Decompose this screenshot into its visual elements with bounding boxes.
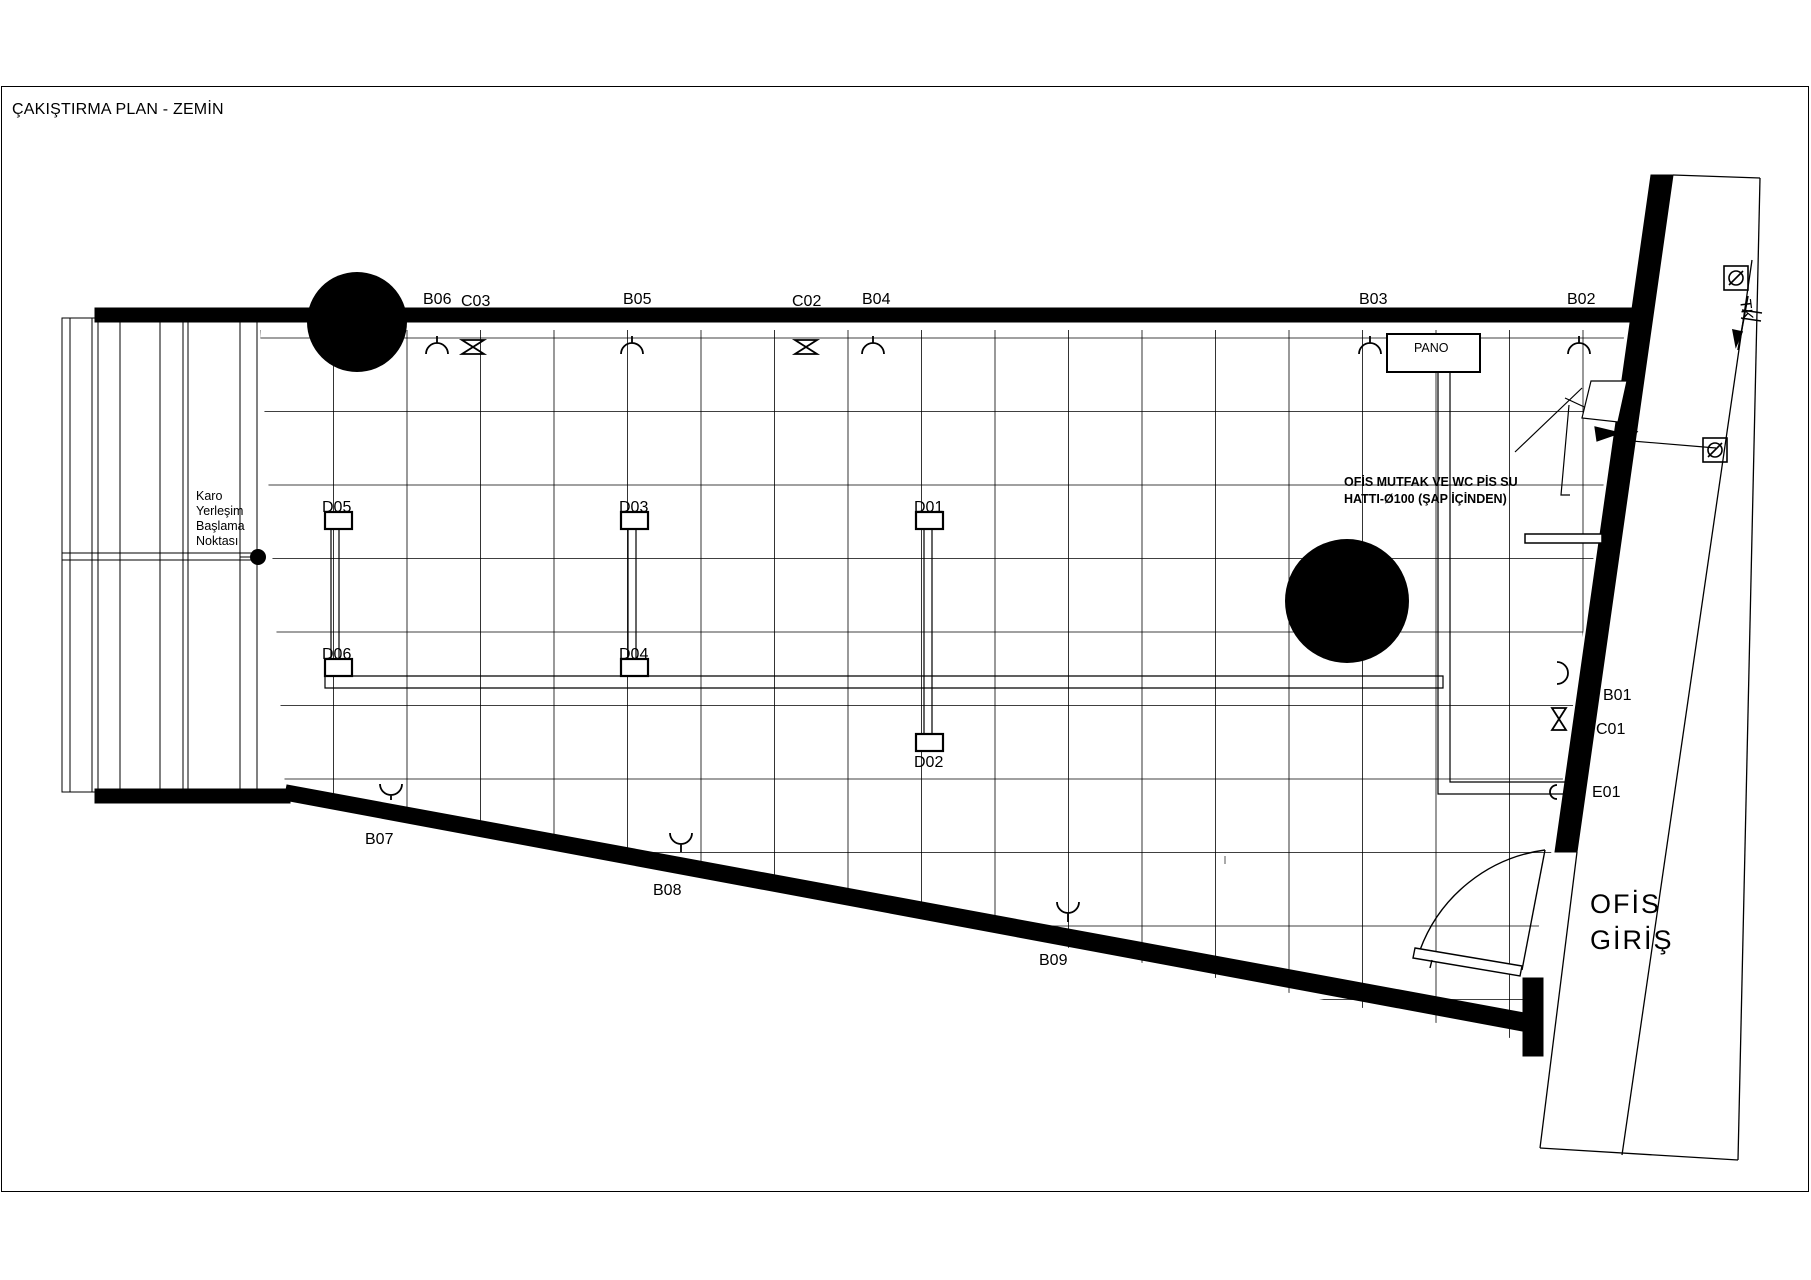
entrance-label: OFİS GİRİŞ <box>1590 888 1674 955</box>
label-b03: B03 <box>1359 291 1388 308</box>
outlet-c03 <box>458 339 488 355</box>
entrance-door <box>1412 849 1546 977</box>
label-d03: D03 <box>619 499 648 516</box>
start-point-line-1: Karo <box>196 489 222 503</box>
floor-box-d05 <box>323 510 354 531</box>
pipe-note-line-2: HATTI-Ø100 (ŞAP İÇİNDEN) <box>1344 491 1507 506</box>
corridor-outline <box>1539 174 1761 1161</box>
socket-b08 <box>669 832 693 852</box>
label-c01: C01 <box>1596 721 1625 738</box>
outlet-c01 <box>1550 707 1568 731</box>
wall-right-diagonal <box>1554 174 1674 853</box>
tk-label: TK <box>1736 298 1755 321</box>
label-b02: B02 <box>1567 291 1596 308</box>
label-b05: B05 <box>623 291 652 308</box>
left-glazing <box>61 317 258 793</box>
label-b09: B09 <box>1039 952 1068 969</box>
electrical-panel: PANO <box>1386 333 1481 373</box>
label-d02: D02 <box>914 754 943 771</box>
walls <box>94 174 1674 1057</box>
wall-top <box>282 307 1635 323</box>
socket-b05 <box>620 336 644 355</box>
label-b07: B07 <box>365 831 394 848</box>
outlet-c02 <box>791 339 821 355</box>
socket-b03 <box>1358 336 1382 355</box>
label-d01: D01 <box>914 499 943 516</box>
socket-b04 <box>861 336 885 355</box>
start-point-line-3: Başlama <box>196 519 245 533</box>
wall-top-left <box>94 307 296 323</box>
column-top-left <box>307 272 407 372</box>
element-labels: B06 C03 B05 C02 B04 B03 B02 B01 C01 E01 … <box>322 291 1632 969</box>
pipe-note-leader <box>1514 380 1717 496</box>
label-b06: B06 <box>423 291 452 308</box>
socket-b02 <box>1567 336 1591 355</box>
entrance-line-2: GİRİŞ <box>1590 924 1674 955</box>
wall-bottom-left <box>94 788 291 804</box>
tile-start-point: Karo Yerleşim Başlama Noktası <box>196 489 266 565</box>
floor-box-d02 <box>914 732 945 753</box>
socket-b06 <box>425 336 449 355</box>
column-center-right <box>1285 539 1409 663</box>
label-b04: B04 <box>862 291 891 308</box>
label-b01: B01 <box>1603 687 1632 704</box>
label-d06: D06 <box>322 646 351 663</box>
sockets <box>379 336 1591 922</box>
label-c02: C02 <box>792 293 821 310</box>
riser-symbols: TK <box>1702 265 1763 463</box>
floor-box-d04 <box>619 657 650 678</box>
pipe-note-line-1: OFİS MUTFAK VE WC PİS SU <box>1344 474 1518 489</box>
floor-box-d01 <box>914 510 945 531</box>
counter-stub <box>1524 533 1603 544</box>
label-d05: D05 <box>322 499 351 516</box>
socket-b01 <box>1556 661 1569 685</box>
wall-bottom-right-end <box>1522 977 1544 1057</box>
riser-box-top <box>1723 265 1749 291</box>
data-outlets <box>458 339 1568 800</box>
floor-box-d06 <box>323 657 354 678</box>
start-point-line-4: Noktası <box>196 534 238 548</box>
pipe-note: OFİS MUTFAK VE WC PİS SU HATTI-Ø100 (ŞAP… <box>1344 474 1518 506</box>
label-d04: D04 <box>619 646 648 663</box>
label-b08: B08 <box>653 882 682 899</box>
start-point-line-2: Yerleşim <box>196 504 243 518</box>
socket-b09 <box>1056 901 1080 922</box>
plan-title: ÇAKIŞTIRMA PLAN - ZEMİN <box>12 101 224 118</box>
riser-box-mid <box>1702 437 1728 463</box>
outlet-e01 <box>1549 784 1558 800</box>
pano-label: PANO <box>1414 341 1449 355</box>
wall-bottom-diagonal <box>283 784 1536 1034</box>
socket-b07 <box>379 783 403 800</box>
label-c03: C03 <box>461 293 490 310</box>
label-e01: E01 <box>1592 784 1621 801</box>
floor-boxes <box>323 510 945 753</box>
floor-box-d03 <box>619 510 650 531</box>
entrance-line-1: OFİS <box>1590 888 1661 919</box>
